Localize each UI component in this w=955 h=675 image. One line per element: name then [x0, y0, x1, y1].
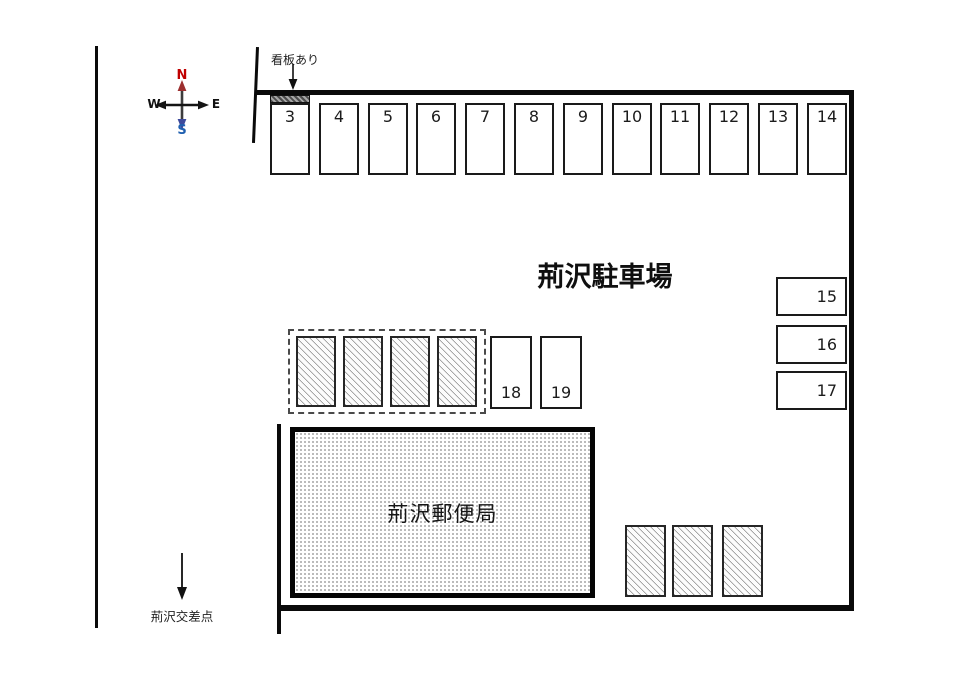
parking-space-14: 14	[807, 103, 847, 175]
parking-space-3: 3	[270, 103, 310, 175]
parking-space-11: 11	[660, 103, 700, 175]
parking-space-6: 6	[416, 103, 456, 175]
hatched-stall-1	[296, 336, 336, 407]
parking-space-9: 9	[563, 103, 603, 175]
parking-space-15: 15	[776, 277, 847, 316]
compass-west-label: W	[147, 97, 161, 111]
parking-space-17: 17	[776, 371, 847, 410]
parking-space-10: 10	[612, 103, 652, 175]
boundary-bottom	[278, 605, 854, 611]
parking-space-16: 16	[776, 325, 847, 364]
hatched-stall-7	[722, 525, 763, 597]
signboard-label: 看板あり	[271, 53, 320, 67]
boundary-top	[257, 90, 854, 95]
parking-space-13: 13	[758, 103, 798, 175]
intersection-label: 荊沢交差点	[150, 609, 214, 624]
compass-east-label: E	[211, 97, 221, 111]
parking-lot-title: 荊沢駐車場	[537, 262, 673, 293]
hatched-stall-5	[625, 525, 666, 597]
parking-space-7: 7	[465, 103, 505, 175]
intersection-arrow-icon	[177, 553, 187, 600]
parking-space-12: 12	[709, 103, 749, 175]
hatched-stall-6	[672, 525, 713, 597]
compass-icon	[155, 80, 209, 130]
boundary-right	[849, 90, 854, 611]
signboard-strip	[270, 95, 310, 103]
compass-south-label: S	[177, 123, 187, 138]
post-office-building: 荊沢郵便局	[290, 427, 595, 598]
hatched-stall-2	[343, 336, 383, 407]
hatched-stall-4	[437, 336, 477, 407]
parking-space-18: 18	[490, 336, 532, 409]
post-office-label: 荊沢郵便局	[387, 501, 498, 526]
hatched-stall-3	[390, 336, 430, 407]
road-line-west	[95, 46, 98, 628]
parking-space-4: 4	[319, 103, 359, 175]
parking-space-5: 5	[368, 103, 408, 175]
signboard-arrow-icon	[288, 64, 298, 90]
boundary-left	[277, 424, 281, 634]
parking-space-19: 19	[540, 336, 582, 409]
parking-space-8: 8	[514, 103, 554, 175]
compass-north-label: N	[176, 68, 188, 83]
